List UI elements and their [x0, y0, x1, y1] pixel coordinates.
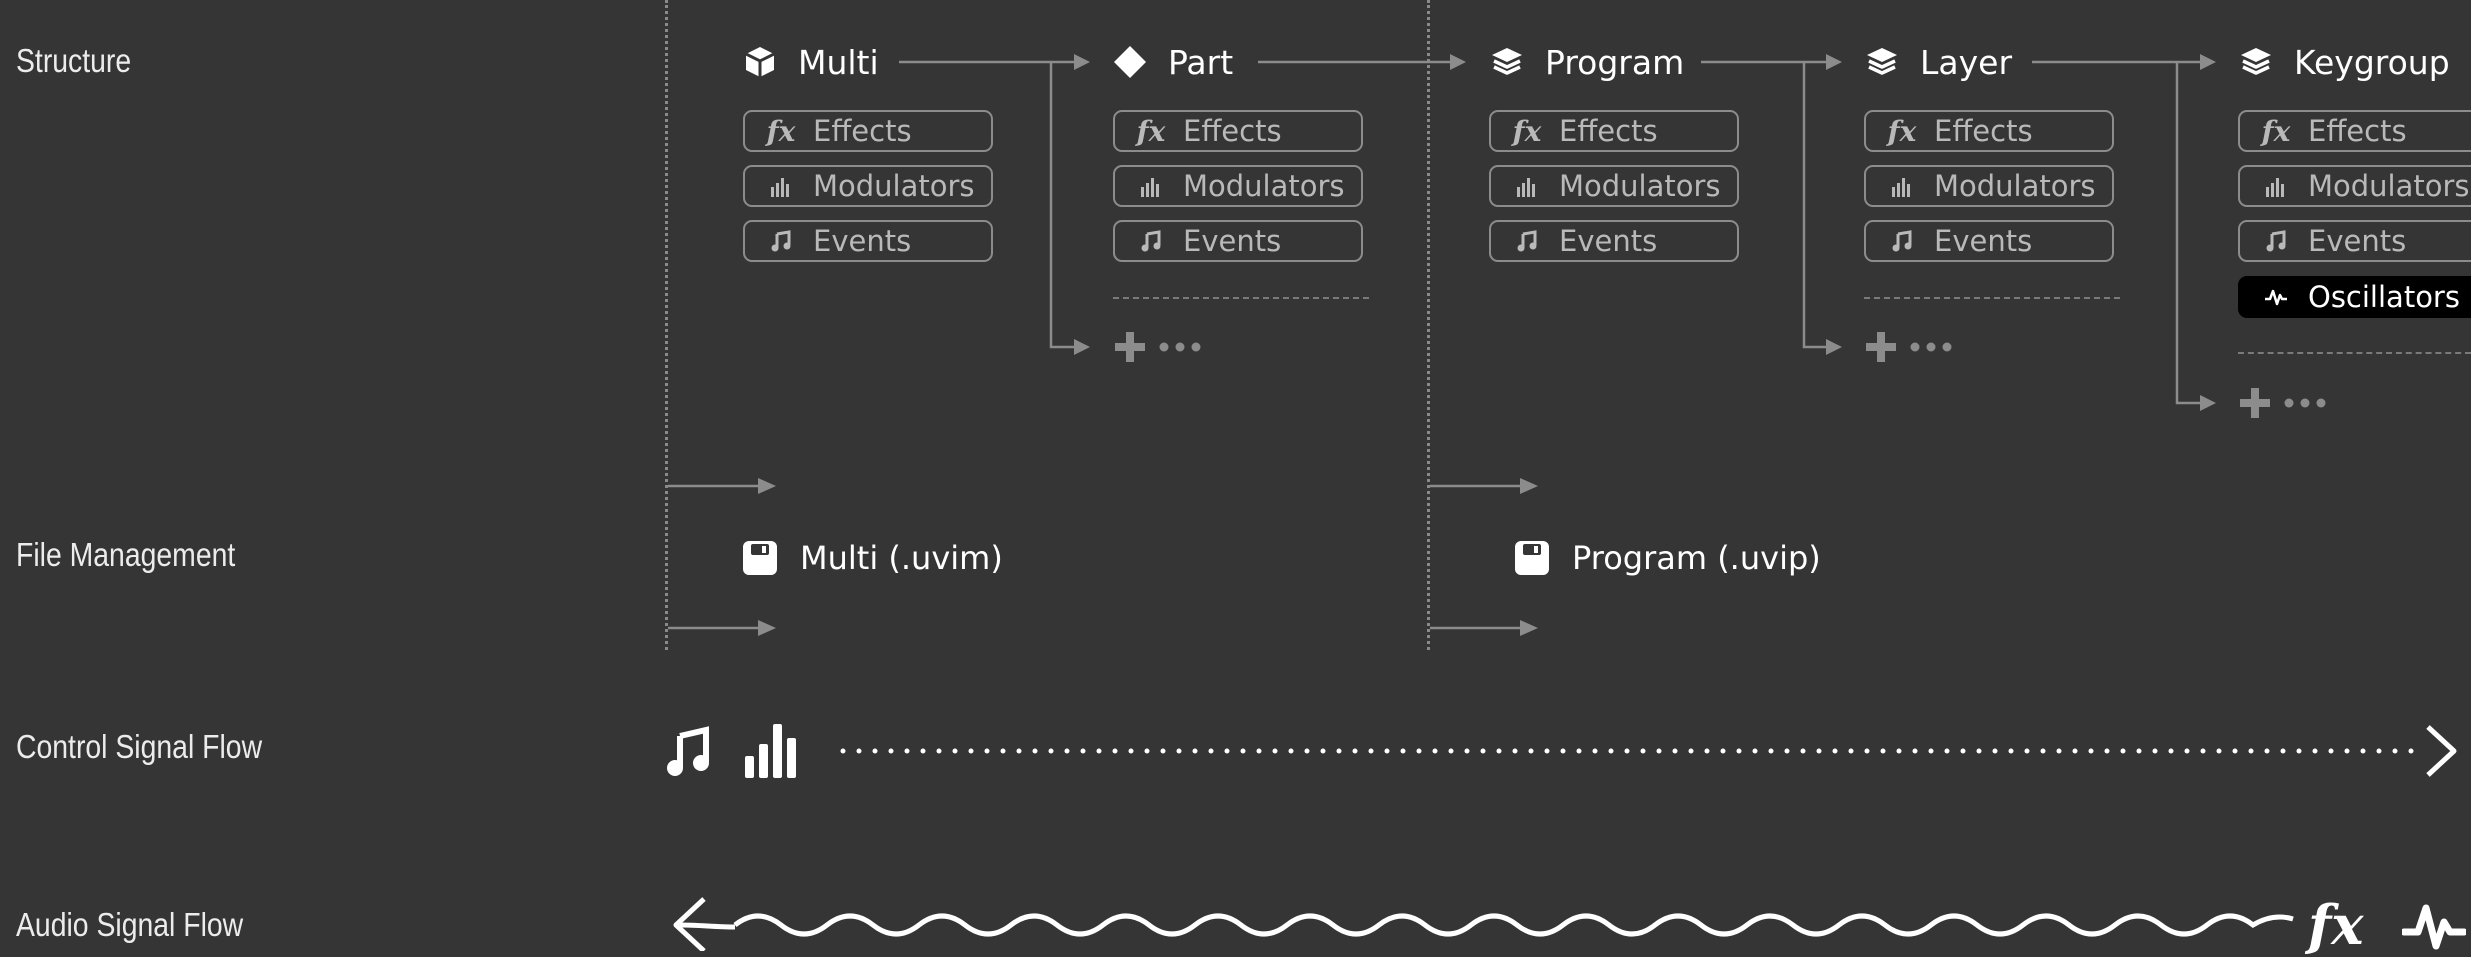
- control-signal-arrowhead: [2426, 725, 2457, 777]
- bars-icon: [2254, 175, 2298, 197]
- bars-icon: [745, 724, 796, 778]
- pill-modulators: Modulators: [1864, 165, 2114, 207]
- music-note-icon: [1129, 230, 1173, 252]
- separator: [1113, 297, 1369, 299]
- node-program: Program: [1487, 37, 1684, 87]
- divider-multi: [665, 0, 668, 650]
- row-label-structure: Structure: [16, 42, 132, 79]
- pill-events: Events: [1113, 220, 1363, 262]
- connector-program-more: [1802, 62, 1826, 349]
- file-program: Program (.uvip): [1514, 533, 1821, 583]
- separator: [1864, 297, 2120, 299]
- node-title: Multi: [798, 42, 879, 82]
- waveform-icon: [2254, 286, 2298, 308]
- connector-multi-more: [1049, 62, 1074, 349]
- music-note-icon: [759, 230, 803, 252]
- file-multi: Multi (.uvim): [742, 533, 1003, 583]
- diamond-icon: [1110, 42, 1150, 82]
- pill-effects: fx Effects: [1113, 110, 1363, 152]
- music-note-icon: [1880, 230, 1924, 252]
- node-title: Program: [1545, 42, 1685, 82]
- node-title: Keygroup: [2294, 42, 2450, 82]
- pill-modulators: Modulators: [2238, 165, 2471, 207]
- node-title: Part: [1168, 42, 1234, 82]
- fx-icon: fx: [2261, 114, 2291, 148]
- pill-effects: fx Effects: [743, 110, 993, 152]
- pill-effects: fx Effects: [2238, 110, 2471, 152]
- bars-icon: [1880, 175, 1924, 197]
- node-multi: Multi: [740, 37, 879, 87]
- floppy-disk-icon: [1515, 541, 1549, 575]
- connector-layer-more: [2175, 62, 2200, 405]
- pill-oscillators: Oscillators: [2238, 276, 2471, 318]
- floppy-disk-icon: [743, 541, 777, 575]
- node-keygroup: Keygroup: [2236, 37, 2450, 87]
- music-note-icon: [1505, 230, 1549, 252]
- bars-icon: [1505, 175, 1549, 197]
- layers-icon: [1487, 42, 1527, 82]
- row-label-control-signal-flow: Control Signal Flow: [16, 728, 263, 765]
- waveform-icon: [2402, 904, 2466, 950]
- fx-icon: fx: [1136, 114, 1166, 148]
- audio-signal-arrowhead: [673, 897, 706, 951]
- divider-program: [1427, 0, 1430, 650]
- node-layer: Layer: [1862, 37, 2012, 87]
- row-label-audio-signal-flow: Audio Signal Flow: [16, 906, 244, 943]
- fx-icon: fx: [1512, 114, 1542, 148]
- audio-signal-wave: [733, 913, 2294, 937]
- pill-events: Events: [1489, 220, 1739, 262]
- node-title: Layer: [1920, 42, 2013, 82]
- layers-icon: [1862, 42, 1902, 82]
- pill-events: Events: [2238, 220, 2471, 262]
- fx-icon: fx: [766, 114, 796, 148]
- bars-icon: [1129, 175, 1173, 197]
- add-more: [1864, 327, 1954, 367]
- fx-icon: fx: [2308, 893, 2364, 957]
- add-more: [1113, 327, 1203, 367]
- music-note-icon: [667, 726, 709, 776]
- pill-effects: fx Effects: [1489, 110, 1739, 152]
- pill-modulators: Modulators: [1489, 165, 1739, 207]
- music-note-icon: [2254, 230, 2298, 252]
- cube-icon: [740, 42, 780, 82]
- add-more: [2238, 383, 2328, 423]
- pill-events: Events: [1864, 220, 2114, 262]
- bars-icon: [759, 175, 803, 197]
- separator: [2238, 352, 2471, 354]
- pill-events: Events: [743, 220, 993, 262]
- fx-icon: fx: [1887, 114, 1917, 148]
- row-label-file-management: File Management: [16, 536, 236, 573]
- layers-icon: [2236, 42, 2276, 82]
- pill-effects: fx Effects: [1864, 110, 2114, 152]
- pill-modulators: Modulators: [1113, 165, 1363, 207]
- pill-modulators: Modulators: [743, 165, 993, 207]
- node-part: Part: [1110, 37, 1233, 87]
